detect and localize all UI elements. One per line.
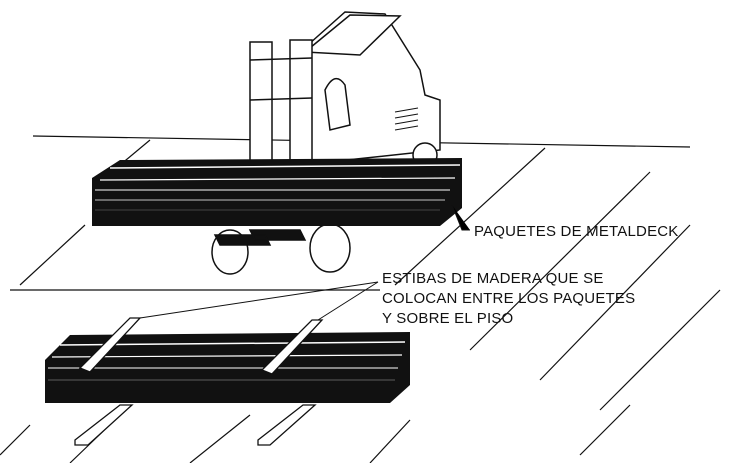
forklift-mast-left: [249, 41, 273, 173]
forklift-mast-right: [289, 39, 313, 173]
forklift-roof: [303, 14, 402, 56]
wood-pallets-floor: [74, 404, 317, 446]
forklift-rear-wheel: [309, 223, 351, 273]
metaldeck-bundle-lower: [45, 332, 410, 403]
label-wood-pallets-line2: COLOCAN ENTRE LOS PAQUETES: [382, 290, 635, 307]
label-wood-pallets-line3: Y SOBRE EL PISO: [382, 310, 513, 327]
label-metaldeck-packages: PAQUETES DE METALDECK: [474, 223, 679, 240]
label-wood-pallets-line1: ESTIBAS DE MADERA QUE SE: [382, 270, 604, 287]
wood-pallets-top: [78, 317, 324, 375]
forklift: [211, 11, 441, 275]
metaldeck-bundle-upper: [92, 158, 462, 226]
forklift-seat: [324, 77, 351, 131]
forklift-forks: [213, 229, 307, 246]
callout-leaders: [139, 204, 470, 321]
forklift-grille: [394, 107, 419, 131]
